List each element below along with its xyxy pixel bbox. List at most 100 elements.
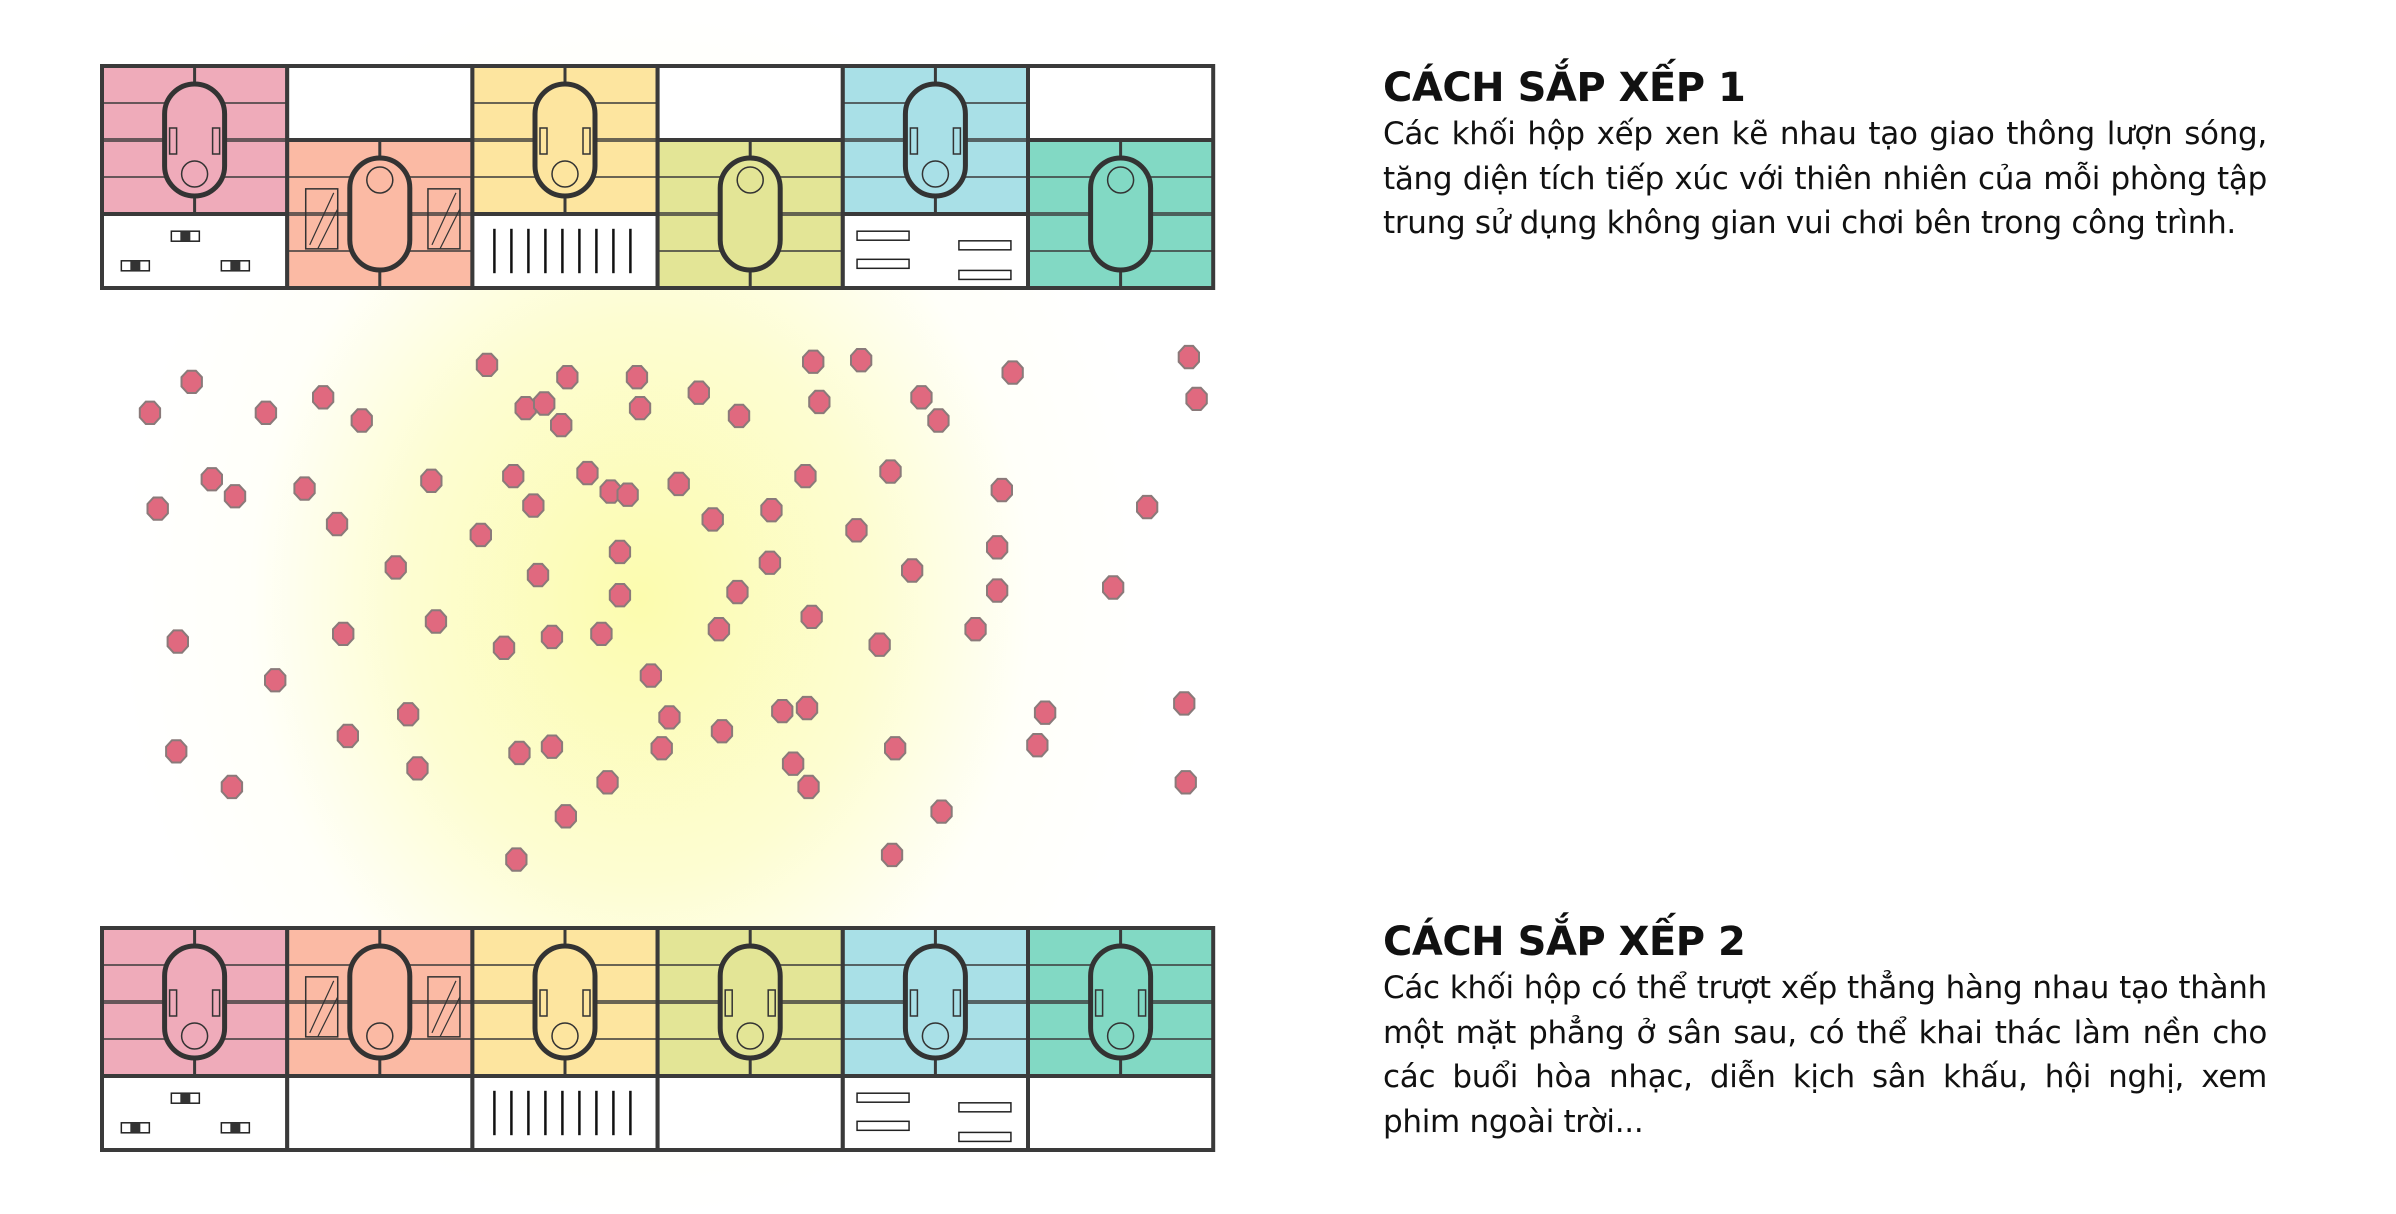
equipment-icon (211, 127, 221, 155)
circle-mark (1106, 1022, 1135, 1050)
person-dot (424, 609, 448, 634)
person-dot (701, 507, 724, 532)
person-dot (927, 408, 950, 433)
table-icon (230, 260, 241, 271)
person-dot (781, 751, 805, 776)
person-dot (220, 774, 244, 800)
person-dot (590, 621, 613, 646)
stadium-oval (717, 155, 783, 273)
equipment-icon (909, 127, 919, 155)
person-dot (384, 555, 407, 580)
person-dot (1033, 700, 1057, 725)
equipment-icon (724, 989, 733, 1017)
circle-mark (1106, 166, 1135, 194)
stadium-oval (162, 943, 228, 1061)
person-dot (146, 496, 169, 521)
circle-mark (366, 166, 394, 194)
person-dot (879, 459, 902, 484)
person-dot (469, 522, 492, 548)
person-dot (550, 413, 573, 438)
person-dot (710, 719, 734, 744)
person-dot (332, 621, 355, 646)
arrangement-2-description: Các khối hộp có thể trượt xếp thẳng hàng… (1383, 970, 2267, 1140)
person-dot (707, 617, 731, 642)
equipment-icon (168, 127, 178, 155)
rack-icon (431, 192, 457, 246)
equipment-icon (582, 127, 591, 155)
person-dot (986, 578, 1009, 603)
module-box (840, 64, 1030, 290)
person-dot (254, 400, 278, 425)
person-dot (475, 352, 499, 377)
stadium-oval (347, 155, 413, 273)
arrangement-1-text: CÁCH SẮP XẾP 1 Các khối hộp xếp xen kẽ n… (1383, 64, 2267, 246)
person-dot (397, 702, 420, 727)
person-dot (667, 471, 690, 497)
equipment-icon (1137, 989, 1147, 1017)
person-dot (802, 349, 825, 374)
person-dot (808, 389, 831, 415)
person-dot (726, 579, 749, 605)
arrangement-2-title: CÁCH SẮP XẾP 2 (1383, 919, 1746, 965)
person-dot (599, 479, 622, 504)
module-box (655, 64, 845, 290)
person-dot (758, 550, 782, 575)
person-dot (910, 385, 933, 410)
table-icon (180, 231, 191, 242)
equipment-icon (168, 989, 178, 1017)
person-dot (901, 558, 924, 583)
person-dot (223, 484, 247, 509)
person-dot (794, 464, 817, 489)
circle-mark (736, 1022, 764, 1050)
person-dot (264, 668, 287, 693)
person-dot (1026, 733, 1049, 758)
equipment-icon (952, 989, 962, 1017)
module-box (470, 64, 660, 290)
person-dot (616, 482, 639, 507)
person-dot (797, 774, 820, 800)
module-box (285, 926, 475, 1152)
module-box (1026, 64, 1216, 290)
arrangement-2-text: CÁCH SẮP XẾP 2 Các khối hộp có thể trượt… (1383, 918, 2267, 1144)
person-dot (1102, 575, 1125, 600)
person-dot (180, 369, 203, 394)
bench-icon (856, 230, 910, 241)
person-dot (884, 736, 907, 761)
module-box (840, 926, 1030, 1152)
person-dot (1136, 494, 1159, 520)
equipment-icon (909, 989, 919, 1017)
stadium-oval (902, 943, 968, 1061)
people-dots (138, 344, 1208, 872)
person-dot (1185, 386, 1208, 411)
module-border (1026, 64, 1216, 290)
person-dot (930, 799, 953, 824)
rack-icon (439, 996, 461, 1038)
person-dot (325, 511, 349, 537)
stadium-oval (162, 81, 228, 199)
module-strip-arrangement-2 (100, 926, 1216, 1152)
person-dot (406, 756, 429, 781)
person-dot (795, 695, 819, 721)
stadium-oval (902, 81, 968, 199)
person-dot (522, 493, 545, 518)
equipment-icon (211, 989, 221, 1017)
person-dot (760, 498, 783, 523)
person-dot (166, 629, 189, 654)
rack-icon (439, 208, 461, 250)
person-dot (556, 365, 579, 390)
person-dot (420, 468, 443, 493)
rack-icon (427, 976, 461, 1038)
person-dot (880, 842, 904, 868)
module-box (470, 926, 660, 1152)
module-box (285, 64, 475, 290)
equipment-icon (582, 989, 591, 1017)
equipment-icon (952, 127, 962, 155)
person-dot (639, 663, 662, 688)
person-dot (540, 734, 564, 759)
person-dot (658, 705, 681, 730)
module-strip-arrangement-1 (100, 64, 1216, 290)
person-dot (514, 396, 537, 421)
person-dot (526, 562, 550, 588)
person-dot (964, 617, 987, 642)
